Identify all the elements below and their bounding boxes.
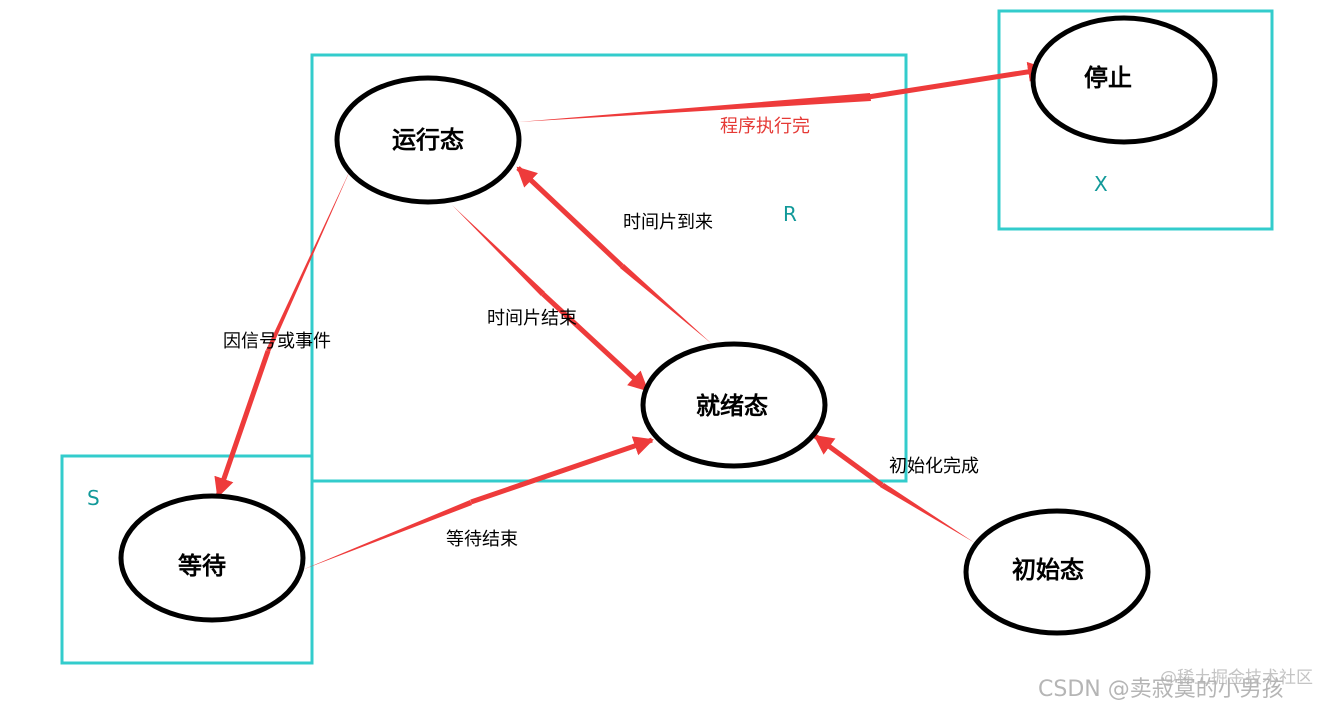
edge-label-wait-ended: 等待结束	[446, 529, 518, 550]
state-running: 运行态	[334, 75, 522, 205]
group-box-x	[997, 9, 1274, 231]
svg-text:初始态: 初始态	[1012, 556, 1084, 584]
watermark-overlay: @稀土掘金技术社区	[1160, 668, 1313, 688]
edge-label-signal-event: 因信号或事件	[223, 331, 331, 352]
watermark-csdn: CSDN @卖寂寞的小男孩	[1038, 677, 1284, 702]
svg-text:停止: 停止	[1084, 64, 1132, 92]
state-stopped: 停止	[1030, 15, 1218, 145]
edge-label-init-done: 初始化完成	[889, 456, 979, 477]
group-box-s	[60, 454, 314, 665]
edge-initial-to-ready	[813, 433, 975, 543]
group-label-s: S	[87, 486, 100, 510]
state-initial: 初始态	[963, 508, 1151, 636]
edge-running-to-ready	[452, 205, 649, 392]
edge-ready-to-running	[516, 166, 712, 344]
state-waiting: 等待	[118, 493, 306, 623]
svg-text:运行态: 运行态	[392, 126, 464, 154]
group-box-r	[310, 53, 908, 483]
svg-text:等待: 等待	[178, 552, 226, 580]
edge-waiting-to-ready	[302, 436, 654, 570]
state-ready: 就绪态	[640, 341, 828, 469]
group-label-r: R	[783, 202, 797, 226]
svg-text:就绪态: 就绪态	[696, 392, 768, 420]
edge-label-finished: 程序执行完	[720, 116, 810, 137]
group-label-x: X	[1094, 172, 1108, 196]
edge-running-to-waiting	[214, 166, 352, 498]
edge-label-slice-ended: 时间片结束	[487, 308, 577, 329]
edge-running-to-stopped	[518, 61, 1048, 122]
edge-label-slice-arrived: 时间片到来	[623, 212, 713, 233]
